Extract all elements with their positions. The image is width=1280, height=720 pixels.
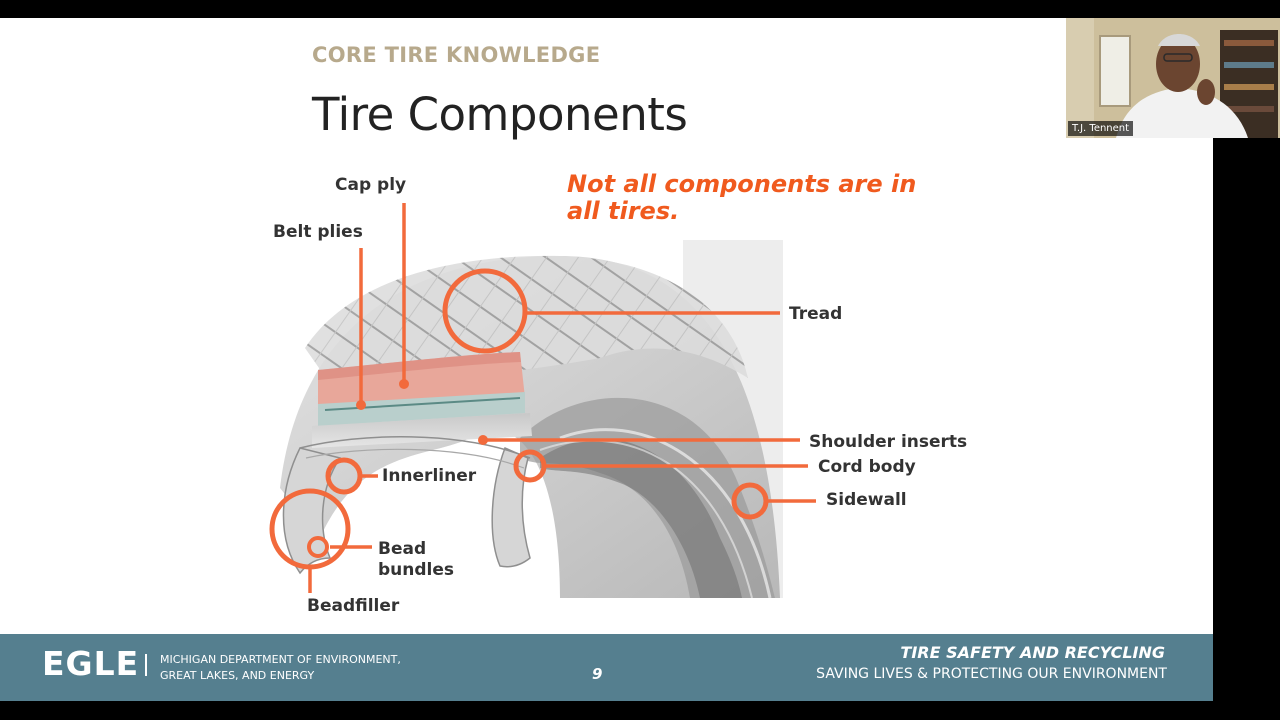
tread-callout-ring	[442, 268, 528, 354]
department-line2: GREAT LAKES, AND ENERGY	[160, 669, 315, 682]
footer-tagline-title: TIRE SAFETY AND RECYCLING	[900, 643, 1165, 662]
components-note: Not all components are in all tires.	[567, 170, 917, 225]
innerliner-ring	[325, 457, 363, 495]
egle-logo: EGLE	[42, 644, 140, 683]
page-number: 9	[592, 665, 603, 683]
department-name: MICHIGAN DEPARTMENT OF ENVIRONMENT, GREA…	[160, 652, 460, 684]
sidewall-ring	[731, 482, 769, 520]
cap-ply-dot	[399, 379, 409, 389]
label-innerliner: Innerliner	[382, 466, 477, 486]
label-bead-line2: bundles	[378, 560, 454, 580]
label-shoulder-inserts: Shoulder inserts	[809, 432, 967, 452]
cord-body-ring	[513, 449, 547, 483]
slide-footer: EGLE MICHIGAN DEPARTMENT OF ENVIRONMENT,…	[0, 634, 1213, 701]
webcam-thumbnail[interactable]: T.J. Tennent	[1066, 18, 1280, 138]
label-beadfiller: Beadfiller	[307, 596, 400, 616]
webcam-video	[1066, 18, 1280, 138]
slide-title: Tire Components	[312, 88, 688, 141]
belt-plies-dot	[356, 400, 366, 410]
participant-name-label: T.J. Tennent	[1068, 121, 1134, 136]
label-bead-line1: Bead	[378, 539, 426, 559]
logo-divider	[145, 654, 147, 676]
label-belt-plies: Belt plies	[273, 222, 363, 242]
beadfiller-ring	[269, 488, 351, 570]
shoulder-inserts-dot	[478, 435, 488, 445]
label-cap-ply: Cap ply	[335, 175, 406, 195]
label-cord-body: Cord body	[818, 457, 916, 477]
slide-kicker: CORE TIRE KNOWLEDGE	[312, 43, 601, 67]
label-tread: Tread	[789, 304, 842, 324]
bead-bundles-ring	[307, 536, 329, 558]
tire-diagram: Cap ply Belt plies Tread Shoulder insert…	[269, 175, 967, 616]
presentation-slide: CORE TIRE KNOWLEDGE Tire Components	[0, 18, 1213, 701]
label-sidewall: Sidewall	[826, 490, 907, 510]
footer-tagline-subtitle: SAVING LIVES & PROTECTING OUR ENVIRONMEN…	[816, 666, 1167, 682]
department-line1: MICHIGAN DEPARTMENT OF ENVIRONMENT,	[160, 653, 401, 666]
